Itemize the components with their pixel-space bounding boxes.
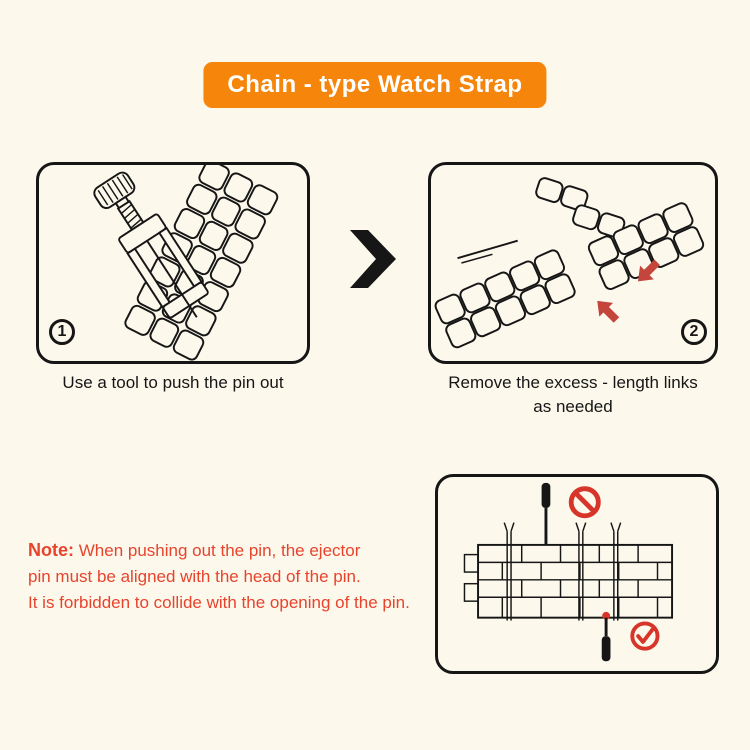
note-line-2: pin must be aligned with the head of the… [28,567,361,586]
prohibition-icon [568,486,601,519]
next-step-arrow-icon [350,230,396,288]
loose-pin [457,239,518,264]
link-remover-tool [93,171,209,319]
strap-pin [575,521,587,622]
step1-caption: Use a tool to push the pin out [62,373,284,392]
band-segment-lower [432,247,578,351]
note-block: Note: When pushing out the pin, the ejec… [28,537,440,616]
note-line-1: Note: When pushing out the pin, the ejec… [28,537,440,564]
page-title: Chain - type Watch Strap [227,71,523,98]
band-cross-section [463,543,674,619]
check-circle-icon [630,621,660,651]
step1-number-badge: 1 [49,319,75,345]
step2-caption-line2: as needed [533,397,613,416]
note-text-1: When pushing out the pin, the ejector [78,541,361,560]
ejector-pin [146,240,198,318]
pin-removal-tool-illustration [93,165,281,361]
watch-band [122,165,281,361]
pin-alignment-illustration [463,482,674,662]
pin-alignment-panel [435,474,719,674]
watch-links-illustration [432,175,706,351]
title-banner: Chain - type Watch Strap [203,62,547,108]
step2-panel: 2 [428,162,718,364]
strap-pin [503,521,515,622]
ejector-pin-top [541,482,551,545]
note-label: Note: [28,540,74,560]
ejector-pin-bottom [601,611,611,662]
red-arrow-icon [590,293,624,327]
step2-caption-line1: Remove the excess - length links [448,373,698,392]
step1-panel: 1 [36,162,310,364]
step2-caption: Remove the excess - length links as need… [424,371,722,419]
step1-number: 1 [57,323,67,340]
note-line-3: It is forbidden to collide with the open… [28,593,410,612]
step2-number: 2 [689,323,699,340]
step2-number-badge: 2 [681,319,707,345]
